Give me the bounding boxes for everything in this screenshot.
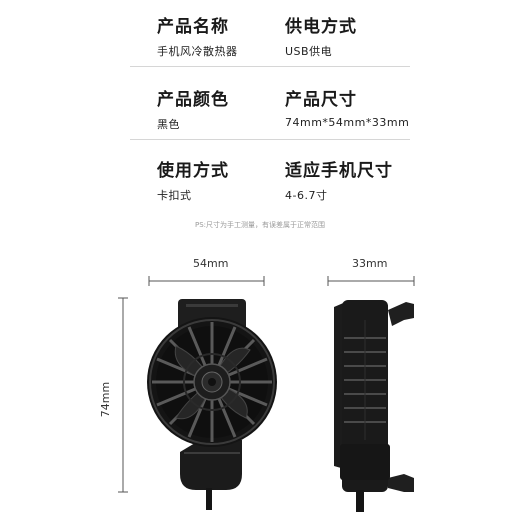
spec-label: 使用方式: [157, 161, 229, 181]
spec-value: USB供电: [285, 45, 333, 58]
spec-power: 供电方式 USB供电: [285, 12, 357, 59]
dimension-lines: [118, 276, 415, 493]
spec-value: 手机风冷散热器: [157, 45, 238, 58]
spec-size: 产品尺寸 74mm*54mm*33mm: [285, 85, 409, 129]
spec-value: 74mm*54mm*33mm: [285, 116, 410, 129]
spec-value: 卡扣式: [157, 189, 192, 202]
spec-label: 适应手机尺寸: [285, 161, 393, 181]
spec-product-name: 产品名称 手机风冷散热器: [157, 12, 238, 59]
spec-usage: 使用方式 卡扣式: [157, 156, 229, 203]
depth-dimension-label: 33mm: [352, 257, 388, 270]
spec-label: 产品尺寸: [285, 90, 357, 110]
side-view-cooler: [334, 300, 414, 512]
front-view-cooler: [147, 299, 277, 510]
measurement-note: PS:尺寸为手工测量，有误差属于正常范围: [194, 221, 326, 229]
width-dimension-label: 54mm: [193, 257, 229, 270]
spec-value: 4-6.7寸: [285, 189, 328, 202]
divider: [130, 139, 410, 140]
spec-color: 产品颜色 黑色: [157, 85, 229, 132]
spec-label: 产品名称: [157, 17, 229, 37]
spec-value: 黑色: [157, 118, 180, 131]
spec-phone-size: 适应手机尺寸 4-6.7寸: [285, 156, 393, 203]
spec-label: 供电方式: [285, 17, 357, 37]
divider: [130, 66, 410, 67]
spec-label: 产品颜色: [157, 90, 229, 110]
